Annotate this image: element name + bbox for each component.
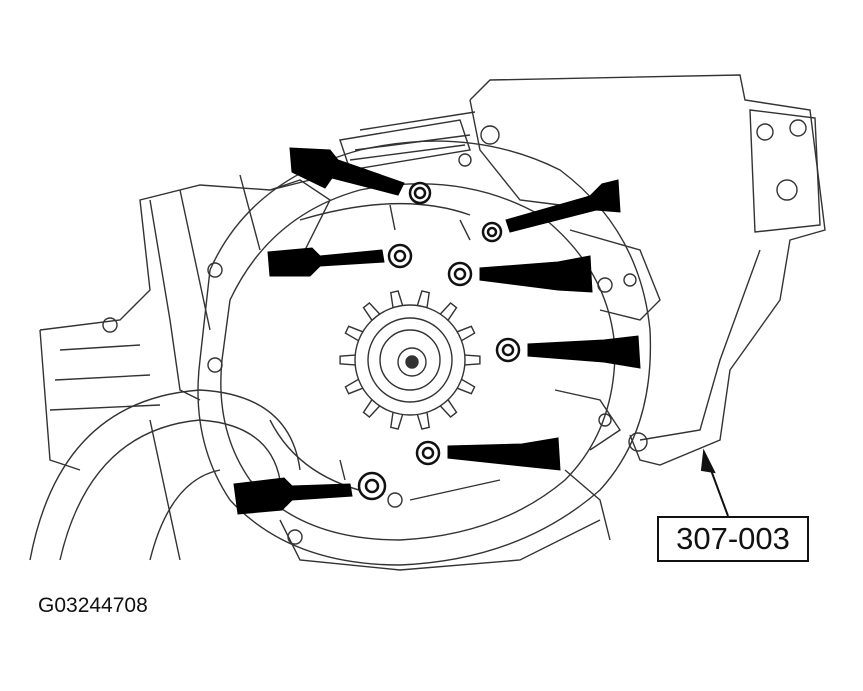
bolt xyxy=(387,243,413,269)
arrow xyxy=(479,255,593,293)
arrow xyxy=(267,247,385,277)
bolt xyxy=(447,261,473,287)
figure-id: G03244708 xyxy=(38,594,148,617)
tool-number-label: 307-003 xyxy=(657,516,809,562)
arrow-group xyxy=(233,147,641,515)
arrow xyxy=(527,335,641,369)
bolt xyxy=(495,337,521,363)
bolt xyxy=(415,440,441,466)
bolt xyxy=(408,181,432,205)
input-shaft-gear xyxy=(339,290,481,430)
arrow xyxy=(233,477,353,515)
arrow xyxy=(447,437,561,471)
bolt-group xyxy=(357,181,521,501)
arrow xyxy=(289,147,405,196)
bolt xyxy=(357,471,387,501)
arrow xyxy=(505,179,621,233)
tool-leader xyxy=(700,448,729,517)
bolt xyxy=(481,221,503,243)
